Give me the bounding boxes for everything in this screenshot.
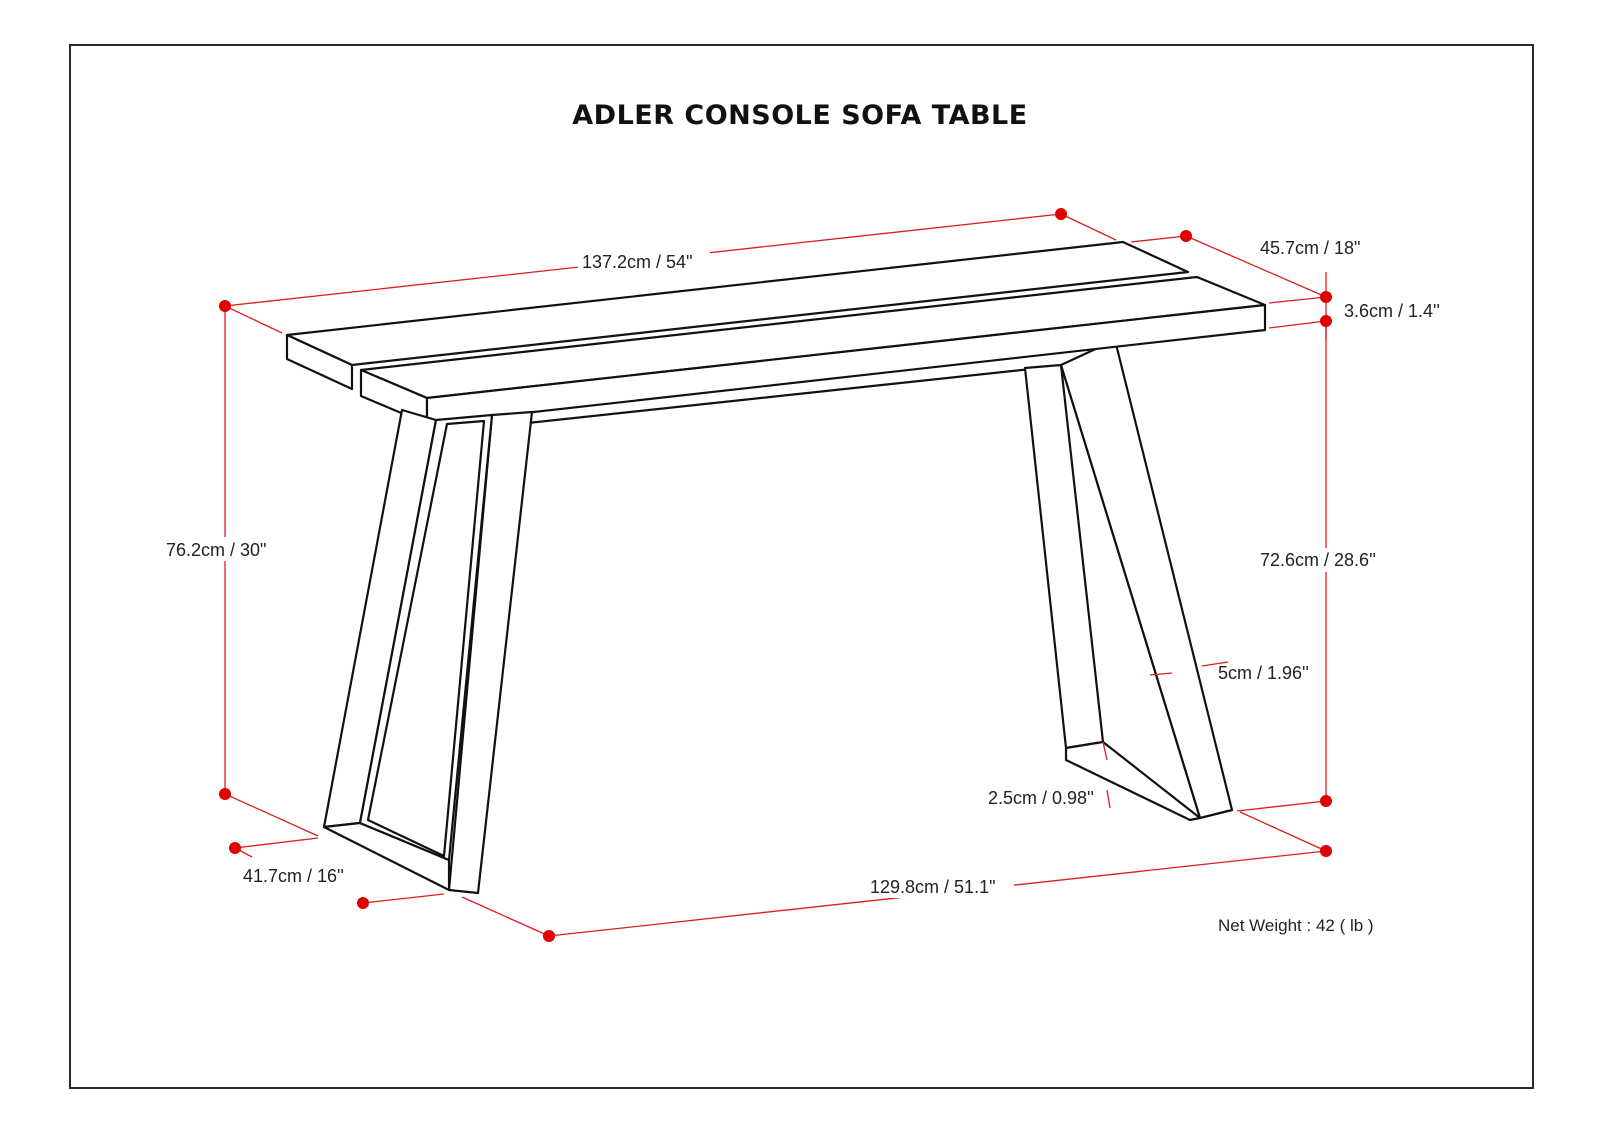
length-label: 137.2cm / 54" xyxy=(582,252,692,272)
net-weight-label: Net Weight : 42 ( lb ) xyxy=(1218,916,1374,935)
right-leg xyxy=(1023,338,1234,822)
height-label: 76.2cm / 30" xyxy=(166,540,266,560)
marker-dot xyxy=(219,300,231,312)
leg-width-label: 5cm / 1.96'' xyxy=(1218,663,1309,683)
left-leg xyxy=(322,408,534,895)
clearance-height-label: 72.6cm / 28.6'' xyxy=(1260,550,1376,570)
marker-dot xyxy=(543,930,555,942)
marker-dot xyxy=(1320,315,1332,327)
marker-dot xyxy=(1320,795,1332,807)
marker-dot xyxy=(1320,845,1332,857)
marker-dot xyxy=(1320,291,1332,303)
top-thickness-label: 3.6cm / 1.4'' xyxy=(1344,301,1440,321)
leg-depth-label: 41.7cm / 16'' xyxy=(243,866,344,886)
marker-dot xyxy=(1180,230,1192,242)
marker-dot xyxy=(1055,208,1067,220)
drawing-frame xyxy=(69,44,1534,1089)
depth-label: 45.7cm / 18" xyxy=(1260,238,1360,258)
back-plank xyxy=(285,240,1190,391)
leg-thickness-label: 2.5cm / 0.98'' xyxy=(988,788,1094,808)
marker-dot xyxy=(219,788,231,800)
leg-span-label: 129.8cm / 51.1" xyxy=(870,877,995,897)
marker-dot xyxy=(229,842,241,854)
front-plank xyxy=(359,275,1267,426)
diagram-title: ADLER CONSOLE SOFA TABLE xyxy=(572,100,1028,131)
marker-dot xyxy=(357,897,369,909)
dimension-markers xyxy=(219,208,1332,942)
